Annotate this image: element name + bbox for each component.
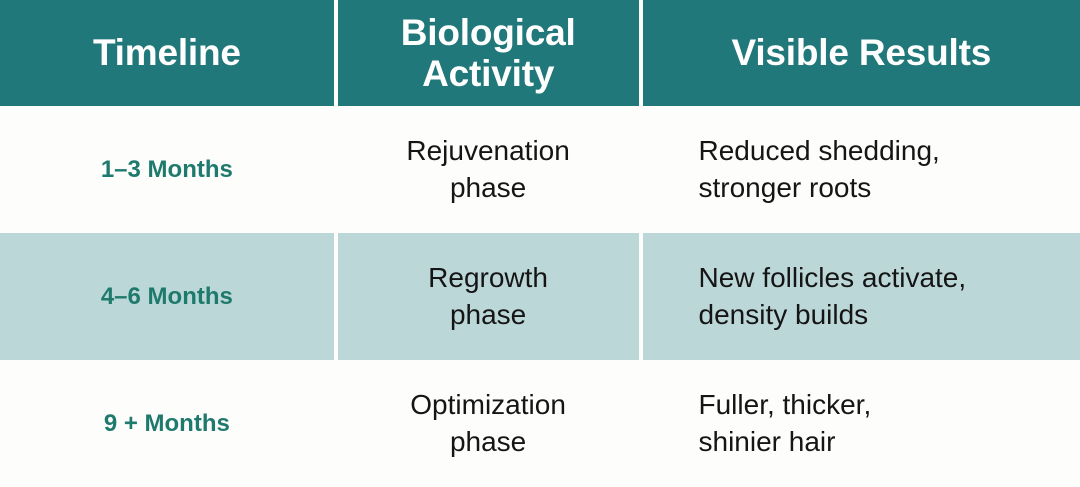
table-row: 4–6 Months Regrowth phase New follicles …: [0, 233, 1080, 360]
column-header-activity-line1: Biological: [401, 12, 576, 53]
cell-results-line2: shinier hair: [699, 424, 872, 460]
table-header-row: Timeline Biological Activity Visible Res…: [0, 0, 1080, 106]
column-header-results-label: Visible Results: [732, 32, 992, 73]
cell-results-line1: Fuller, thicker,: [699, 387, 872, 423]
cell-results-line1: New follicles activate,: [699, 260, 967, 296]
column-header-timeline-label: Timeline: [93, 32, 241, 73]
cell-biological-activity: Optimization phase: [338, 360, 639, 487]
column-header-timeline: Timeline: [0, 0, 334, 106]
cell-results-line1: Reduced shedding,: [699, 133, 940, 169]
cell-activity-line1: Regrowth: [428, 260, 548, 296]
cell-visible-results: Reduced shedding, stronger roots: [643, 106, 1080, 233]
cell-biological-activity: Rejuvenation phase: [338, 106, 639, 233]
column-header-visible-results: Visible Results: [643, 0, 1080, 106]
cell-activity-line2: phase: [410, 424, 566, 460]
cell-visible-results: New follicles activate, density builds: [643, 233, 1080, 360]
cell-timeline-label: 4–6 Months: [101, 281, 233, 312]
table-row: 9 + Months Optimization phase Fuller, th…: [0, 360, 1080, 487]
cell-timeline-label: 1–3 Months: [101, 154, 233, 185]
cell-biological-activity: Regrowth phase: [338, 233, 639, 360]
cell-timeline: 4–6 Months: [0, 233, 334, 360]
cell-results-line2: stronger roots: [699, 170, 940, 206]
column-header-activity-line2: Activity: [401, 53, 576, 94]
column-header-biological-activity: Biological Activity: [338, 0, 639, 106]
cell-activity-line1: Rejuvenation: [406, 133, 569, 169]
table-row: 1–3 Months Rejuvenation phase Reduced sh…: [0, 106, 1080, 233]
cell-activity-line2: phase: [406, 170, 569, 206]
cell-timeline: 1–3 Months: [0, 106, 334, 233]
cell-timeline: 9 + Months: [0, 360, 334, 487]
cell-results-line2: density builds: [699, 297, 967, 333]
cell-activity-line2: phase: [428, 297, 548, 333]
cell-visible-results: Fuller, thicker, shinier hair: [643, 360, 1080, 487]
cell-activity-line1: Optimization: [410, 387, 566, 423]
cell-timeline-label: 9 + Months: [104, 408, 230, 439]
